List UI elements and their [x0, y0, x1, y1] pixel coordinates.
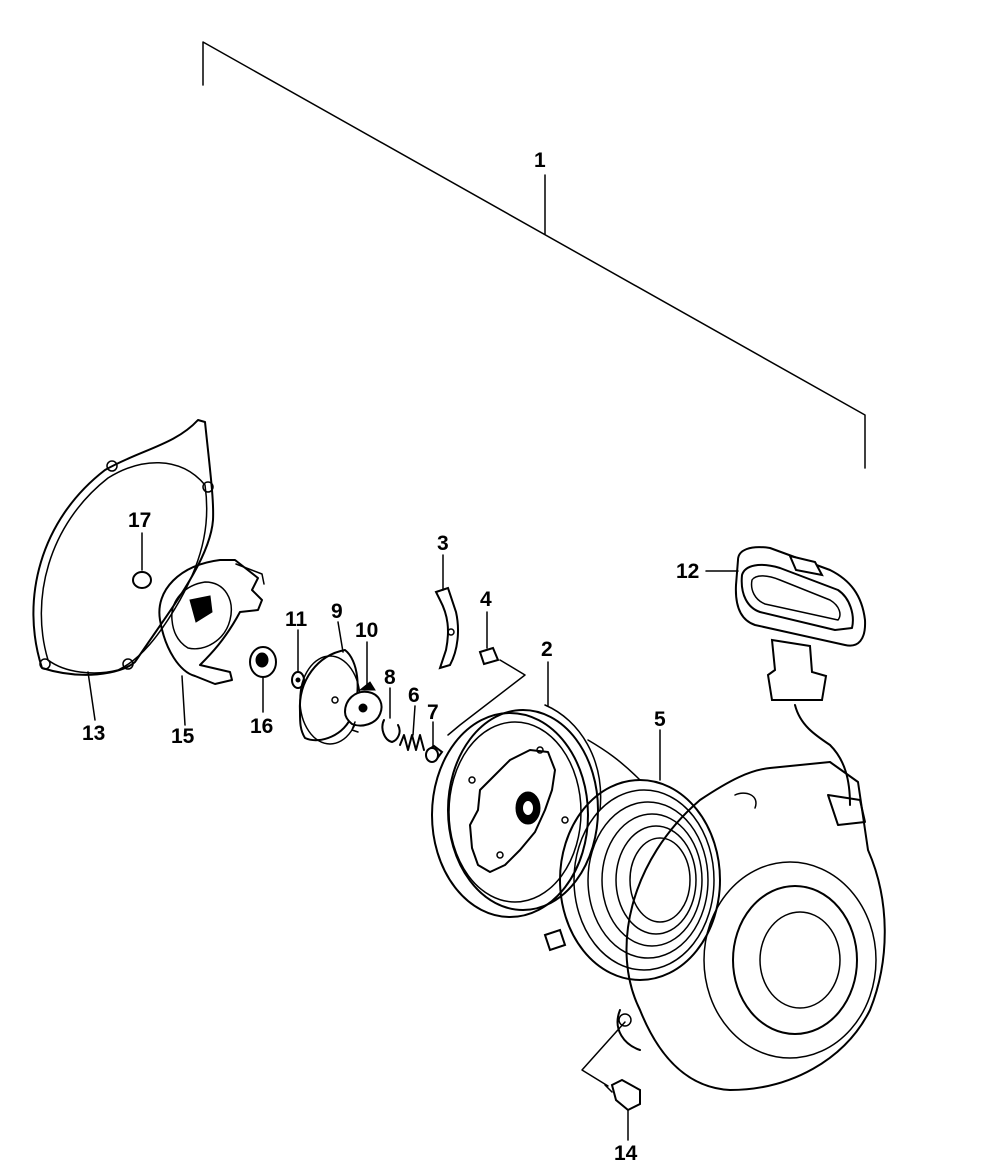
o-ring-part — [132, 571, 152, 589]
reel-pulley-part — [431, 704, 641, 918]
collar-part — [425, 744, 444, 763]
pin-leader-line — [447, 659, 526, 736]
callout-2: 2 — [541, 638, 553, 661]
ratchet-guide-part — [158, 559, 265, 685]
callout-15: 15 — [171, 725, 195, 748]
recoil-spring-part — [543, 779, 721, 981]
starter-handle-part — [734, 546, 867, 701]
bolt-part — [581, 1021, 641, 1112]
callout-16: 16 — [250, 715, 273, 738]
callout-5: 5 — [654, 708, 666, 731]
callout-10: 10 — [355, 619, 378, 642]
callout-13: 13 — [82, 722, 105, 745]
callout-7: 7 — [427, 701, 439, 724]
callout-17: 17 — [128, 509, 151, 532]
nut-part — [249, 646, 277, 678]
callout-9: 9 — [331, 600, 343, 623]
pin-part — [478, 646, 500, 666]
gasket-part — [32, 419, 215, 676]
callout-1: 1 — [534, 149, 546, 172]
starter-rope — [794, 704, 851, 806]
callout-14: 14 — [614, 1142, 638, 1165]
spring-part — [399, 734, 425, 751]
callout-4: 4 — [480, 588, 492, 611]
assembly-bracket — [202, 41, 866, 469]
callout-12: 12 — [676, 560, 699, 583]
starter-case-part — [616, 761, 886, 1091]
callout-11: 11 — [285, 608, 308, 631]
callout-8: 8 — [384, 666, 396, 689]
ratchet-part — [343, 681, 383, 733]
clip-part — [381, 719, 401, 743]
leader-lines — [87, 532, 739, 1141]
callout-6: 6 — [408, 684, 420, 707]
callout-labels: 1 2 3 4 5 6 7 8 9 10 11 12 13 14 15 16 1… — [82, 149, 699, 1165]
pawl-part — [434, 586, 459, 670]
callout-3: 3 — [437, 532, 449, 555]
